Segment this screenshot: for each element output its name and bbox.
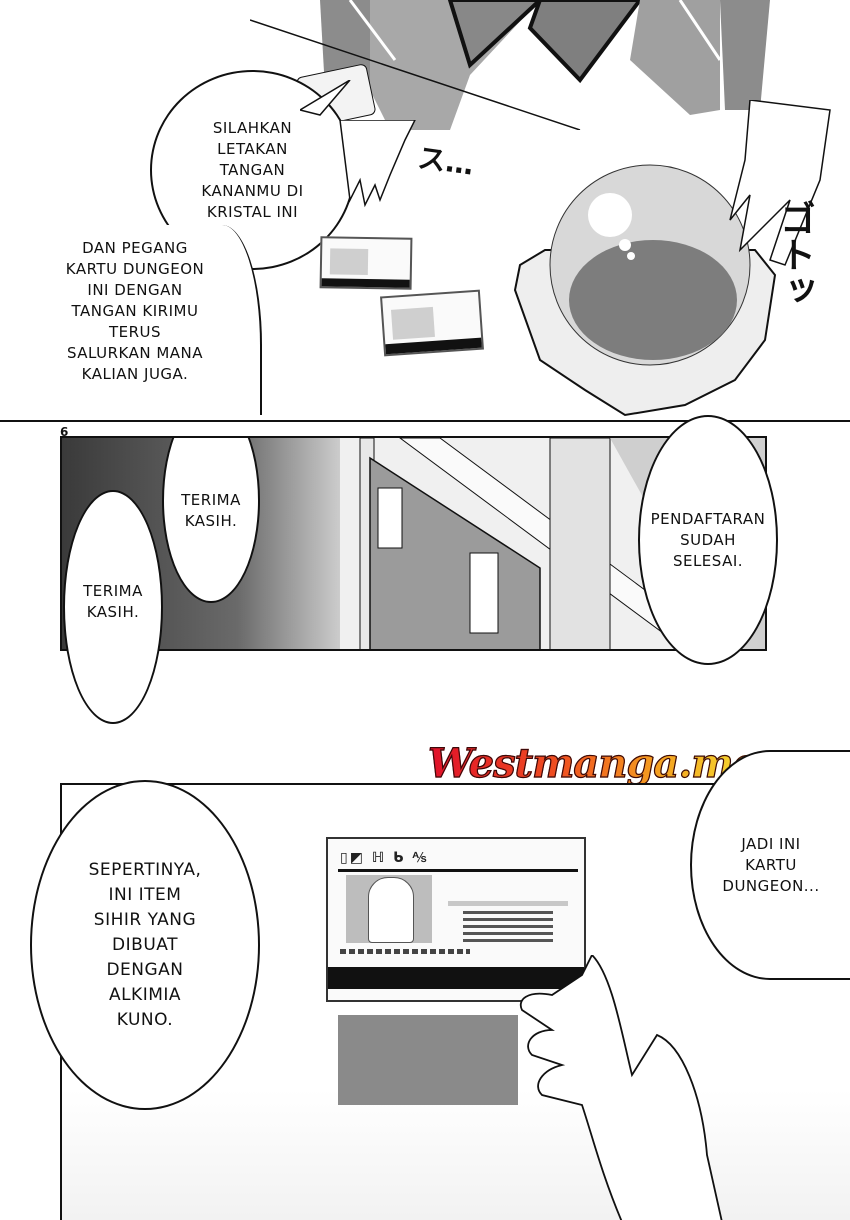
card-black-stripe: [328, 967, 584, 989]
bubble-tail: [300, 80, 351, 116]
sound-effect-su: ス…: [415, 141, 476, 182]
panel-crystal-registration: SILAHKAN LETAKAN TANGAN KANANMU DI KRIST…: [0, 0, 850, 422]
character-torso-illustration: [250, 0, 810, 130]
bubble-text: PENDAFTARAN SUDAH SELESAI.: [650, 509, 766, 570]
speech-bubble-registration-done: PENDAFTARAN SUDAH SELESAI.: [638, 415, 778, 665]
bubble-text: TERIMA KASIH.: [181, 490, 241, 530]
speech-bubble-alchemy: SEPERTINYA, INI ITEM SIHIR YANG DIBUAT D…: [30, 780, 260, 1110]
bubble-text: SILAHKAN LETAKAN TANGAN KANANMU DI KRIST…: [201, 118, 304, 221]
bubble-text: SEPERTINYA, INI ITEM SIHIR YANG DIBUAT D…: [88, 859, 202, 1030]
left-hand-on-orb: [729, 100, 831, 266]
watermark-logo: Westmanga.me: [427, 739, 758, 787]
page-number: 6: [60, 425, 69, 439]
sound-effect-gotto: ゴトッ: [774, 200, 815, 308]
right-hand-on-card: [339, 120, 416, 208]
text-box-content: DAN PEGANG KARTU DUNGEON INI DENGAN TANG…: [65, 239, 205, 383]
card-photo-frame: [346, 875, 432, 943]
card-header-glyphs: ▯◩ ℍ ᑲ ⅍: [340, 850, 429, 866]
speech-bubble-thanks-upper: TERIMA KASIH.: [162, 438, 260, 603]
crystal-orb: [513, 164, 777, 417]
speech-bubble-thanks-lower: TERIMA KASIH.: [63, 490, 163, 724]
bubble-text: JADI INI KARTU DUNGEON...: [722, 834, 820, 895]
speech-bubble-dungeon-card: JADI INI KARTU DUNGEON...: [690, 750, 850, 980]
text-box-instruction: [30, 225, 262, 415]
bubble-text: TERIMA KASIH.: [83, 582, 143, 621]
dungeon-card-small-1: [319, 236, 413, 290]
hand-holding-card: [519, 955, 723, 1220]
dungeon-card: ▯◩ ℍ ᑲ ⅍: [326, 837, 586, 1002]
dungeon-card-small-2: [380, 289, 484, 357]
card-portrait: [368, 877, 414, 943]
card-text-lines: [463, 911, 553, 945]
card-shadow: [338, 1015, 518, 1105]
